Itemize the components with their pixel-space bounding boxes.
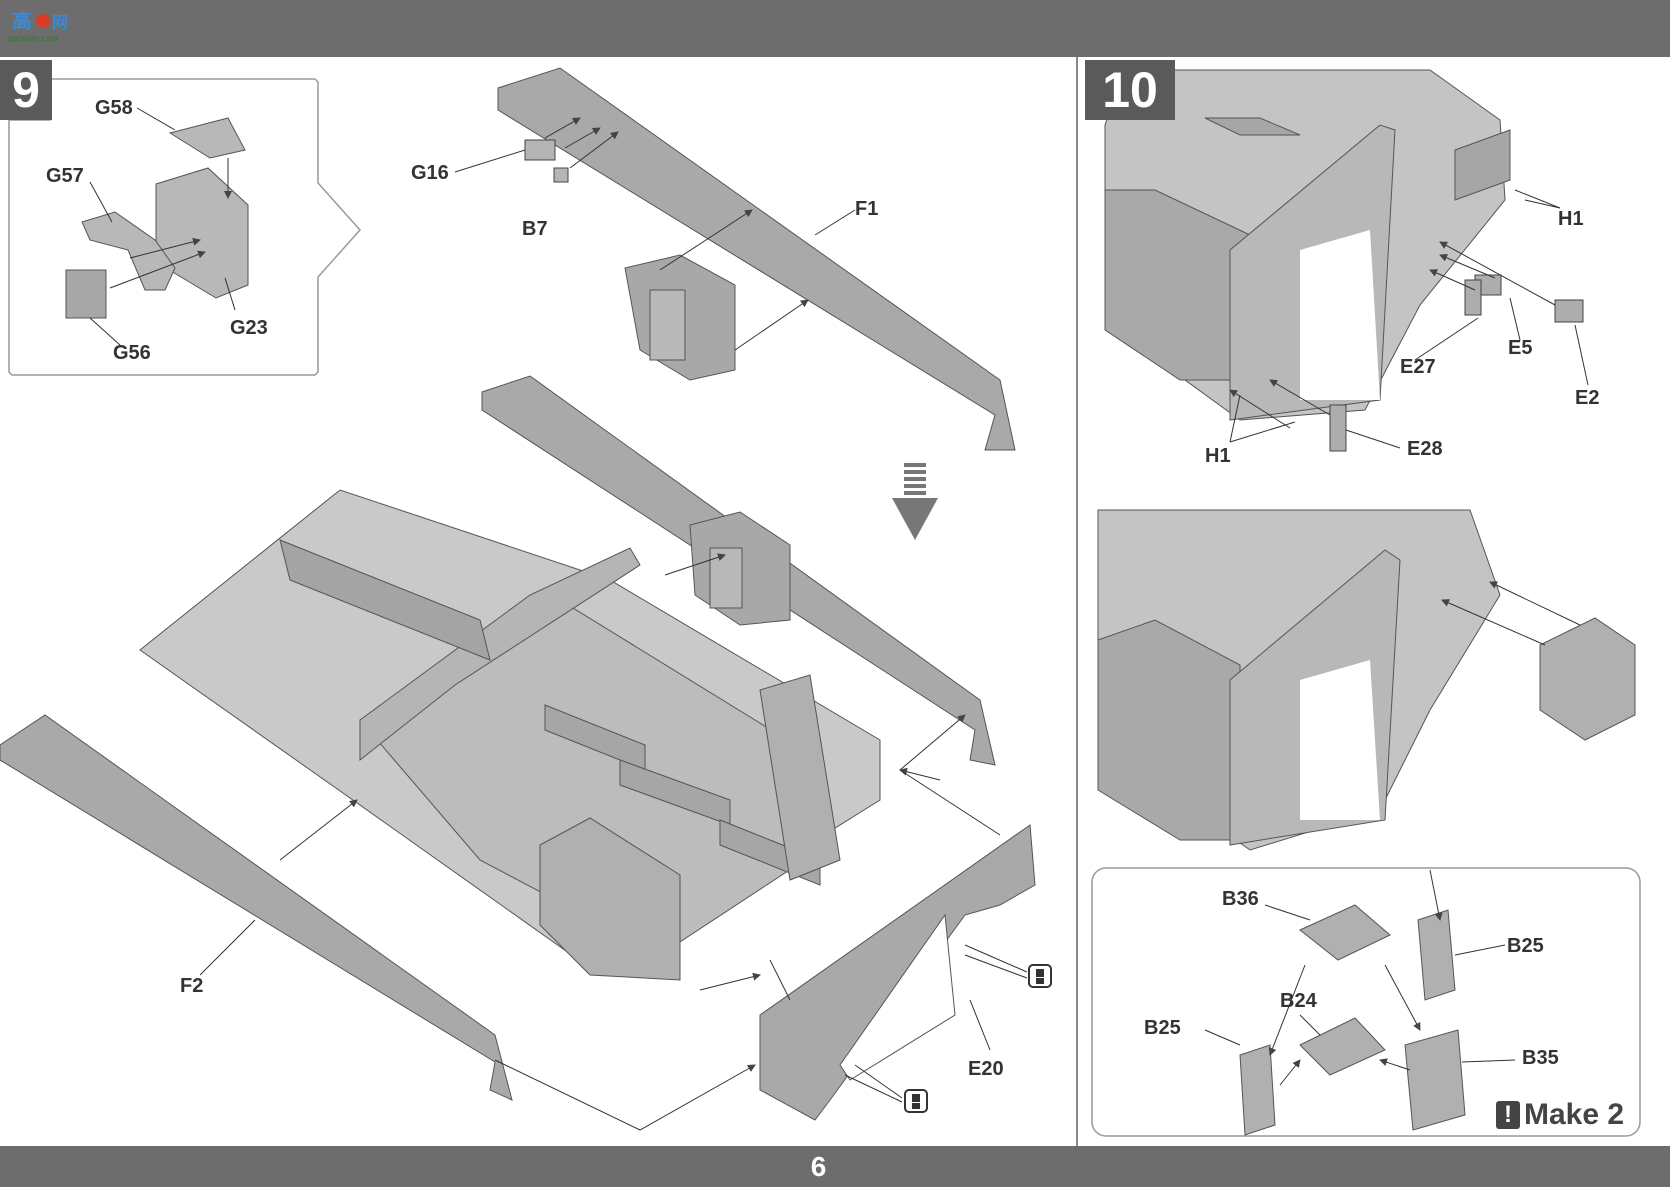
part-e20: [759, 824, 1036, 1121]
callout-b25-right: B25: [1507, 935, 1544, 957]
glue-icon: [904, 1089, 928, 1113]
step9-inset-frame: [8, 78, 362, 376]
panel-f2: [0, 714, 513, 1101]
callout-g58: G58: [95, 97, 133, 119]
callout-e20: E20: [968, 1058, 1004, 1080]
callout-b36: B36: [1222, 888, 1259, 910]
callout-b24: B24: [1280, 990, 1317, 1012]
callout-h1-left: H1: [1205, 445, 1231, 467]
part-b7: [553, 167, 569, 183]
step10-hull-top: [1104, 69, 1511, 421]
callout-f1: F1: [855, 198, 879, 220]
site-logo: 高 网 gaoplay.com: [6, 4, 70, 44]
suspension-unit-upper: [624, 254, 736, 381]
step-9-badge: 9: [0, 60, 52, 120]
step9-inset-parts: [65, 117, 249, 319]
glue-icon: [1028, 964, 1052, 988]
step10-hull-middle: [1097, 509, 1636, 851]
callout-e5: E5: [1508, 337, 1533, 359]
svg-text:高: 高: [12, 9, 32, 33]
logo-subtext: gaoplay.com: [8, 34, 59, 43]
callout-h1-right: H1: [1558, 208, 1584, 230]
callout-f2: F2: [180, 975, 204, 997]
callout-g16: G16: [411, 162, 449, 184]
arrow-down-icon: [892, 463, 938, 540]
callout-e28: E28: [1407, 438, 1443, 460]
callout-b7: B7: [522, 218, 548, 240]
top-bar: [0, 0, 1670, 57]
callout-g56: G56: [113, 342, 151, 364]
part-g16: [524, 139, 556, 161]
callout-e2: E2: [1575, 387, 1600, 409]
callout-g23: G23: [230, 317, 268, 339]
step-10-badge: 10: [1085, 60, 1175, 120]
make-2-note: Make 2: [1524, 1098, 1625, 1131]
panel-f1: [497, 67, 1016, 451]
callout-e27: E27: [1400, 356, 1436, 378]
suspension-unit-lower: [689, 511, 791, 626]
logo-mark: 高 网: [12, 9, 68, 33]
warning-icon: !: [1496, 1101, 1520, 1129]
step-divider: [1076, 57, 1078, 1146]
page-number: 6: [810, 1151, 827, 1182]
step10-inset-frame: [1091, 867, 1641, 1137]
bottom-bar: [0, 1146, 1670, 1187]
callout-b35: B35: [1522, 1047, 1559, 1069]
hull-main: [139, 489, 881, 981]
step10-inset-parts: [1239, 904, 1466, 1136]
svg-text:网: 网: [52, 13, 68, 32]
callout-g57: G57: [46, 165, 84, 187]
step10-small-parts: [1329, 274, 1584, 452]
callout-b25-left: B25: [1144, 1017, 1181, 1039]
